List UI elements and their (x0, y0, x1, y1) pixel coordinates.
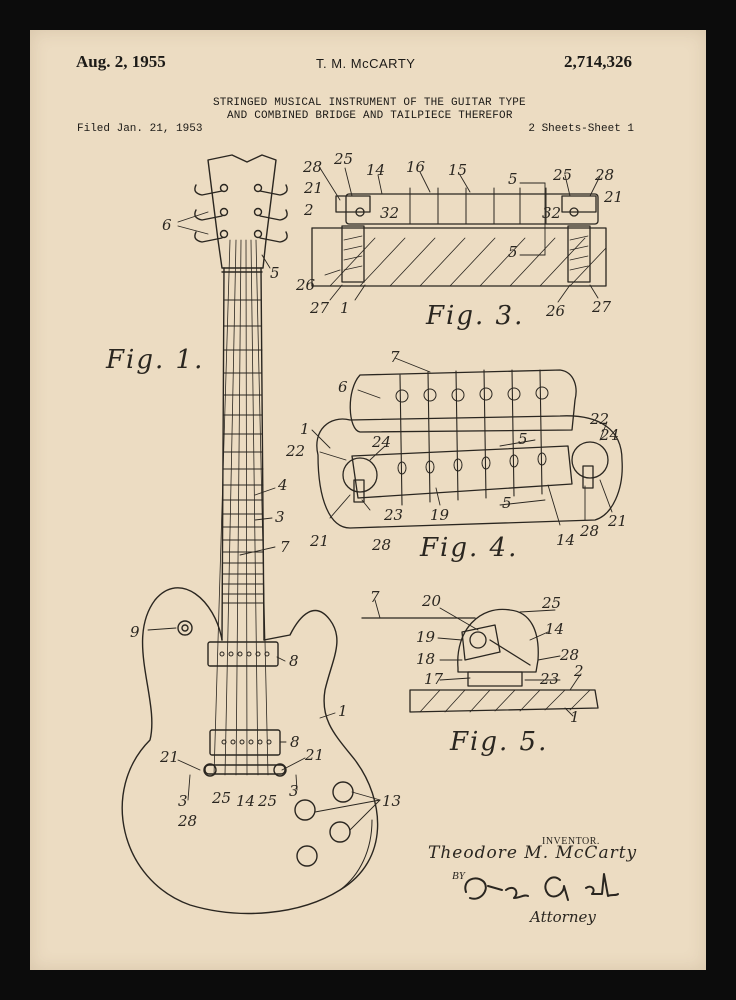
ref-numeral: 21 (603, 188, 623, 206)
ref-numeral: 14 (545, 620, 564, 638)
ref-numeral: 21 (303, 179, 323, 197)
ref-numeral: 3 (289, 782, 299, 800)
fig-1-guitar-drawing (121, 154, 381, 915)
ref-numeral: 28 (559, 646, 579, 664)
ref-numeral: 5 (508, 170, 518, 188)
ref-numeral: 26 (545, 302, 566, 320)
attorney-signature-scribble (464, 873, 619, 901)
ref-numeral: 1 (340, 299, 350, 317)
ref-numeral: 28 (371, 536, 391, 554)
ref-numeral: 28 (177, 812, 197, 830)
fig-3-bridge-section (311, 167, 607, 303)
ref-numeral: 16 (406, 158, 426, 176)
ref-numeral: 28 (579, 522, 599, 540)
sheet-count: 2 Sheets-Sheet 1 (528, 123, 634, 135)
ref-numeral: 23 (539, 670, 559, 688)
patent-number: 2,714,326 (564, 52, 632, 71)
fig-3-reference-numerals: 28 25 14 16 15 5 25 28 21 21 2 32 32 5 2… (295, 150, 623, 320)
ref-numeral: 13 (382, 792, 401, 810)
ref-numeral: 28 (594, 166, 614, 184)
ref-numeral: 20 (421, 592, 442, 610)
ref-numeral: 2 (303, 201, 314, 219)
ref-numeral: 14 (556, 531, 575, 549)
ref-numeral: 27 (309, 299, 330, 317)
fig-3-label: Fig. 3. (425, 301, 524, 331)
fig-5-label: Fig. 5. (449, 727, 548, 757)
ref-numeral: 24 (599, 426, 619, 444)
attorney-label: Attorney (530, 908, 596, 926)
ref-numeral: 3 (275, 508, 285, 526)
ref-numeral: 3 (178, 792, 188, 810)
ref-numeral: 28 (302, 158, 322, 176)
ref-numeral: 19 (416, 628, 436, 646)
fig-4-label: Fig. 4. (419, 533, 518, 563)
ref-numeral: 21 (159, 748, 179, 766)
ref-numeral: 5 (270, 264, 280, 282)
ref-numeral: 5 (508, 243, 518, 261)
ref-numeral: 4 (277, 476, 288, 494)
ref-numeral: 7 (280, 538, 290, 556)
fig-4-bridge-perspective (311, 357, 623, 529)
ref-numeral: 25 (211, 789, 231, 807)
ref-numeral: 22 (589, 410, 609, 428)
ref-numeral: 26 (295, 276, 316, 294)
ref-numeral: 2 (573, 662, 584, 680)
ref-numeral: 14 (366, 161, 385, 179)
fig-5-bridge-end-detail (361, 599, 599, 717)
ref-numeral: 8 (289, 652, 299, 670)
filed-date: Filed Jan. 21, 1953 (77, 123, 203, 135)
ref-numeral: 17 (424, 670, 444, 688)
ref-numeral: 5 (518, 430, 528, 448)
ref-numeral: 7 (370, 588, 380, 606)
fig-1-reference-numerals: 6 5 4 3 7 9 8 8 1 21 21 3 3 25 14 25 28 … (130, 216, 401, 830)
ref-numeral: 6 (338, 378, 348, 396)
ref-numeral: 5 (502, 494, 512, 512)
ref-numeral: 21 (607, 512, 627, 530)
ref-numeral: 18 (416, 650, 435, 668)
inventor-label: INVENTOR. (542, 836, 600, 847)
ref-numeral: 22 (285, 442, 305, 460)
ref-numeral: 1 (570, 708, 580, 726)
ref-numeral: 25 (333, 150, 353, 168)
inventor-signature: Theodore M. McCarty (428, 843, 638, 863)
ref-numeral: 6 (162, 216, 172, 234)
patent-sheet (30, 30, 706, 970)
fig-5-reference-numerals: 7 20 25 19 14 18 28 17 23 2 1 (370, 588, 584, 726)
ref-numeral: 21 (309, 532, 329, 550)
ref-numeral: 14 (236, 792, 255, 810)
ref-numeral: 8 (290, 733, 300, 751)
ref-numeral: 27 (591, 298, 612, 316)
patent-date: Aug. 2, 1955 (76, 52, 166, 71)
ref-numeral: 19 (430, 506, 450, 524)
inventor-header: T. M. McCARTY (316, 56, 416, 71)
patent-title-line-2: AND COMBINED BRIDGE AND TAILPIECE THEREF… (227, 110, 513, 122)
ref-numeral: 25 (541, 594, 561, 612)
fig-4-reference-numerals: 7 6 1 22 24 5 22 24 5 14 28 21 23 19 21 … (285, 348, 627, 554)
ref-numeral: 32 (380, 204, 399, 222)
by-label: BY (452, 870, 465, 882)
ref-numeral: 1 (338, 702, 348, 720)
ref-numeral: 9 (130, 623, 140, 641)
ref-numeral: 21 (304, 746, 324, 764)
ref-numeral: 7 (390, 348, 400, 366)
ref-numeral: 32 (542, 204, 561, 222)
ref-numeral: 25 (257, 792, 277, 810)
patent-title-line-1: STRINGED MUSICAL INSTRUMENT OF THE GUITA… (213, 97, 526, 109)
fig-1-label: Fig. 1. (105, 345, 204, 375)
ref-numeral: 23 (383, 506, 403, 524)
ref-numeral: 15 (448, 161, 467, 179)
ref-numeral: 25 (552, 166, 572, 184)
ref-numeral: 1 (300, 420, 310, 438)
ref-numeral: 24 (371, 433, 391, 451)
